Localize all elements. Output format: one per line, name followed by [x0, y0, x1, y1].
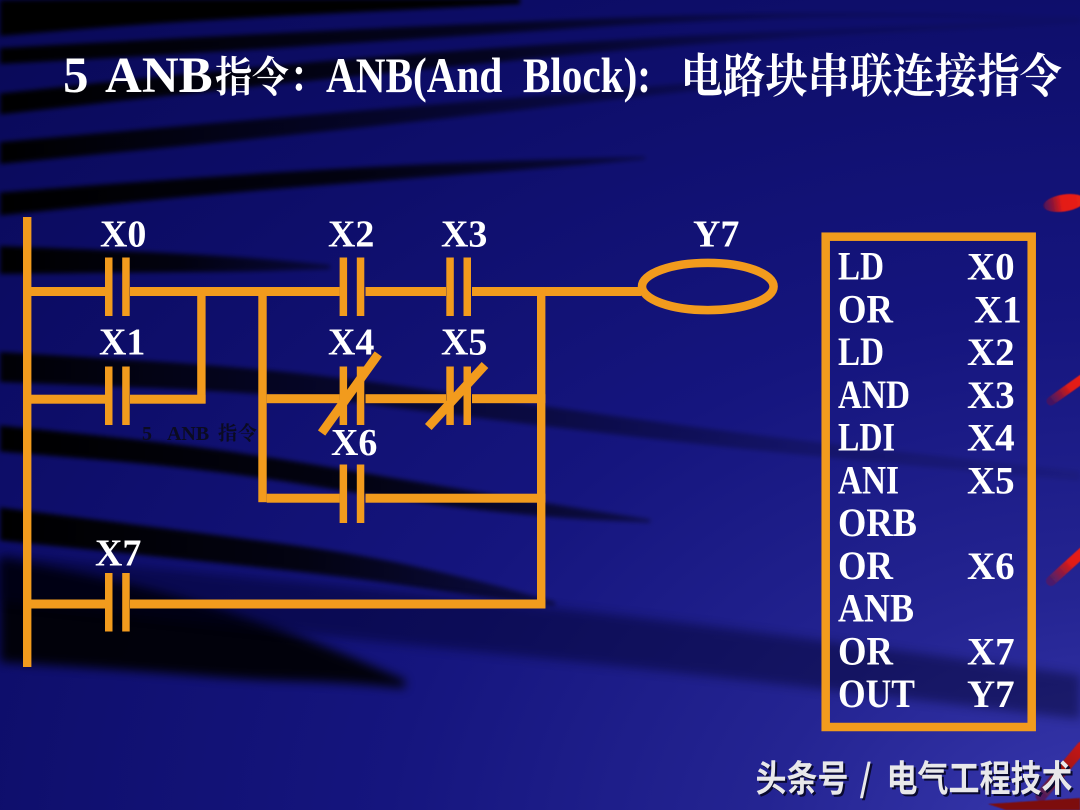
svg-text:5: 5	[63, 48, 89, 104]
svg-text:X4: X4	[967, 417, 1015, 460]
svg-text:ORB: ORB	[838, 500, 917, 545]
svg-text:X0: X0	[967, 246, 1015, 289]
svg-text:LDI: LDI	[838, 415, 895, 460]
svg-text:ANB: ANB	[838, 586, 914, 631]
svg-text:LD: LD	[838, 244, 884, 289]
svg-text:OR: OR	[838, 543, 894, 588]
svg-text:X2: X2	[967, 331, 1015, 374]
svg-text:X4: X4	[328, 322, 374, 364]
svg-text:ANB: ANB	[105, 48, 213, 104]
svg-text:AND: AND	[838, 372, 910, 417]
svg-text:X3: X3	[441, 214, 487, 256]
svg-text:X7: X7	[95, 533, 141, 575]
svg-text:X7: X7	[967, 630, 1015, 673]
svg-text:ANI: ANI	[838, 457, 899, 502]
svg-text:LD: LD	[838, 329, 884, 374]
svg-text:X6: X6	[331, 422, 377, 464]
svg-text:X6: X6	[967, 545, 1015, 588]
svg-text:OR: OR	[838, 286, 894, 331]
svg-text:X2: X2	[328, 214, 374, 256]
svg-text:X1: X1	[99, 322, 145, 364]
svg-text:X5: X5	[441, 322, 487, 364]
svg-text:5 ANB: 5 ANB	[142, 423, 209, 445]
svg-text:Y7: Y7	[967, 673, 1015, 716]
svg-text:X3: X3	[967, 374, 1015, 417]
svg-text:X1: X1	[974, 288, 1022, 331]
svg-text:X5: X5	[967, 459, 1015, 502]
svg-text:Y7: Y7	[693, 214, 739, 256]
svg-text:ANB(And Block):: ANB(And Block):	[326, 47, 651, 103]
svg-text:OUT: OUT	[838, 671, 915, 716]
svg-text:OR: OR	[838, 628, 894, 673]
svg-text:X0: X0	[100, 214, 146, 256]
